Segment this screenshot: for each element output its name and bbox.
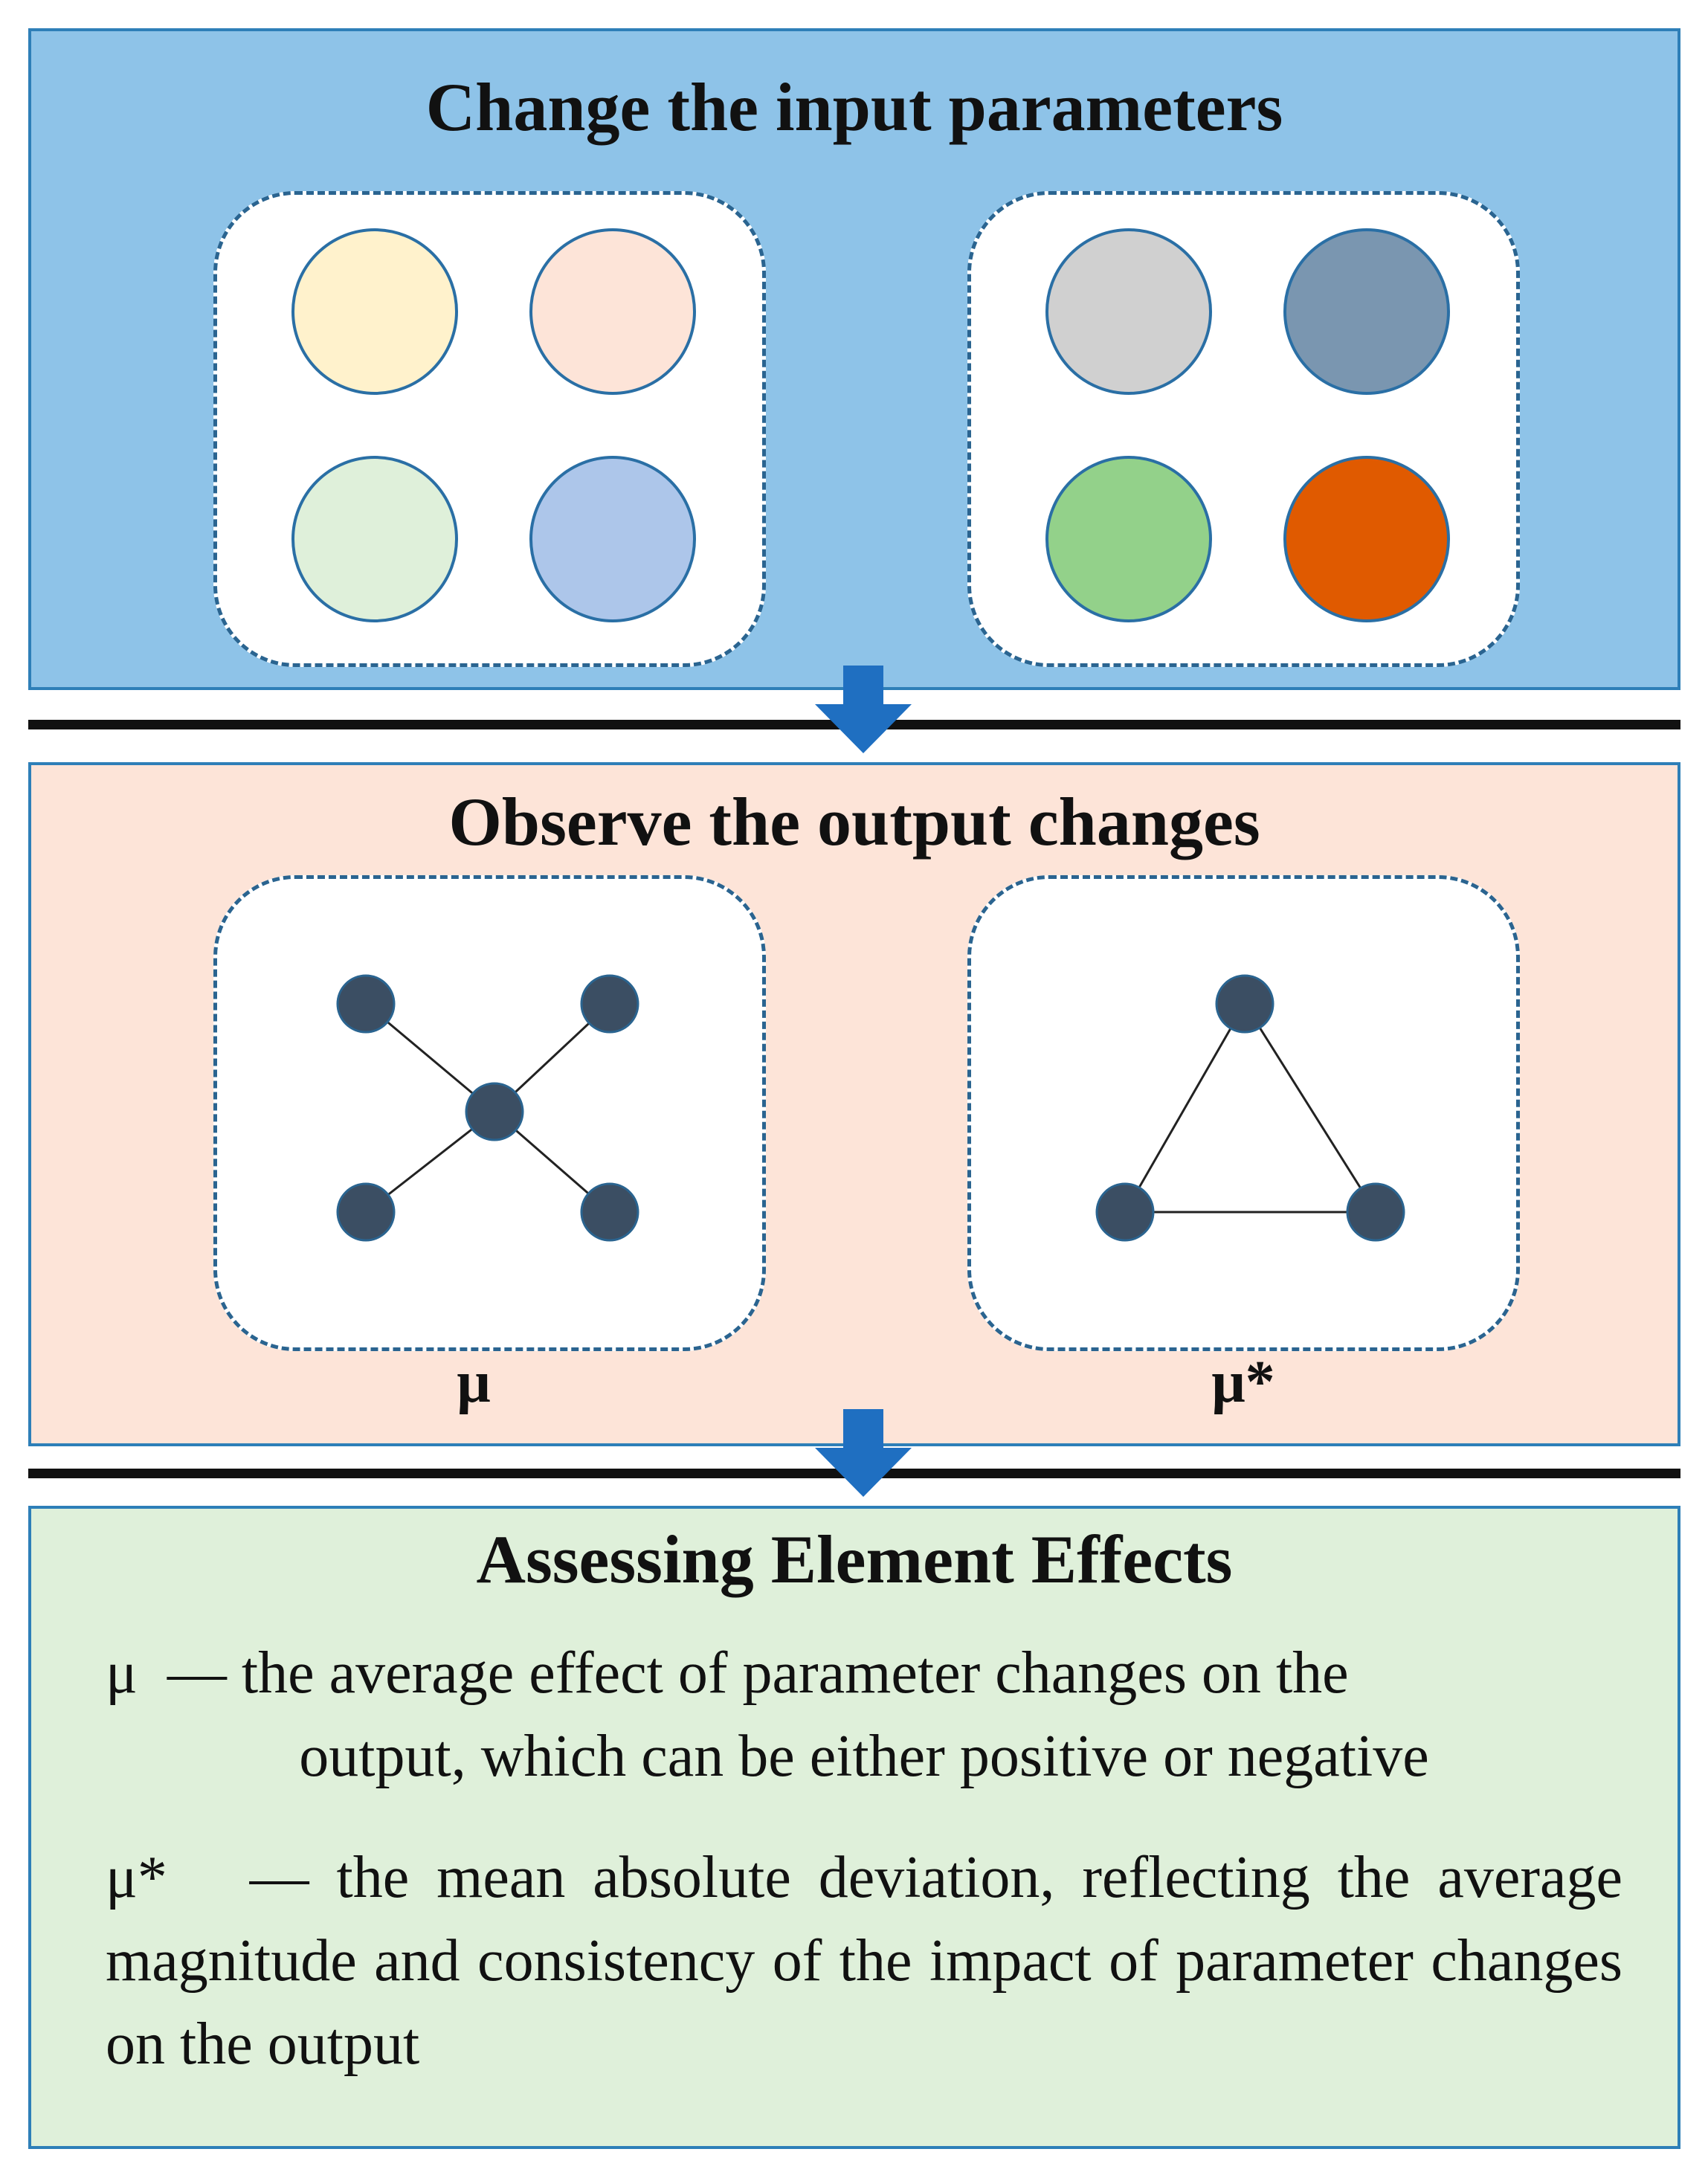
parameter-circle	[529, 456, 696, 622]
mu-definition-line2: output, which can be either positive or …	[299, 1724, 1429, 1789]
graph-node	[1095, 1182, 1155, 1242]
mustar-definition-text: — the mean absolute deviation, reflectin…	[106, 1845, 1622, 2077]
parameter-circle	[291, 456, 458, 622]
parameter-group-1	[213, 191, 766, 667]
graph-node	[580, 1182, 639, 1242]
output-changes-panel: Observe the output changes μ μ*	[28, 762, 1680, 1446]
graph-node	[336, 974, 396, 1034]
down-arrow-icon	[815, 1409, 912, 1497]
input-parameters-panel: Change the input parameters	[28, 28, 1680, 690]
graph-node	[336, 1182, 396, 1242]
output-panel-title: Observe the output changes	[448, 784, 1260, 860]
graph-node	[580, 974, 639, 1034]
parameter-circle	[1283, 456, 1450, 622]
triangle-graph	[1095, 974, 1405, 1242]
parameter-group-2	[967, 191, 1520, 667]
down-arrow-icon	[815, 666, 912, 753]
mustar-definition: μ* — the mean absolute deviation, reflec…	[106, 1836, 1622, 2086]
mu-definition: μ — the average effect of parameter chan…	[106, 1631, 1622, 1798]
parameter-circle	[1045, 228, 1212, 395]
assessing-effects-panel: Assessing Element Effects μ — the averag…	[28, 1506, 1680, 2149]
mu-graph-box	[213, 875, 766, 1351]
parameter-circle	[529, 228, 696, 395]
graph-node	[1215, 974, 1274, 1034]
mustar-label: μ*	[1211, 1350, 1275, 1415]
graph-node	[1346, 1182, 1405, 1242]
graph-node	[465, 1082, 524, 1141]
mustar-symbol: μ*	[106, 1845, 167, 1910]
mu-symbol: μ	[106, 1640, 138, 1706]
mustar-graph-box	[967, 875, 1520, 1351]
parameter-circle	[1045, 456, 1212, 622]
mu-label: μ	[457, 1350, 491, 1415]
parameter-circle	[1283, 228, 1450, 395]
parameter-circle	[291, 228, 458, 395]
x-shape-graph	[336, 974, 639, 1242]
input-panel-title: Change the input parameters	[425, 69, 1283, 145]
mu-definition-line1: — the average effect of parameter change…	[167, 1640, 1349, 1706]
assess-panel-title: Assessing Element Effects	[476, 1521, 1233, 1597]
